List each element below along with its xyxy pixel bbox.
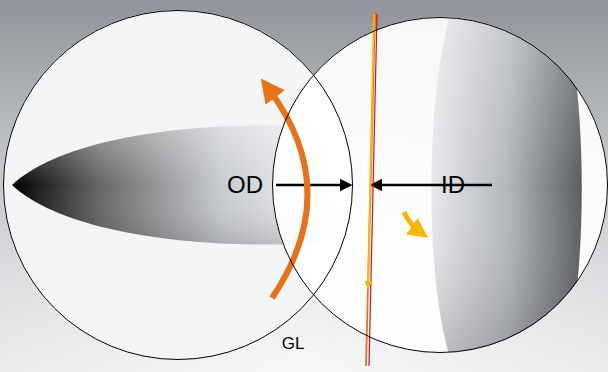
globe-outline: [3, 10, 353, 360]
globe-outline: [272, 17, 608, 353]
eye-globe: OD: [3, 10, 353, 360]
eye-label: OD: [227, 171, 263, 199]
axis-label: GL: [282, 334, 305, 354]
eye-globe: ID: [272, 17, 608, 353]
eye-label: ID: [441, 171, 465, 199]
